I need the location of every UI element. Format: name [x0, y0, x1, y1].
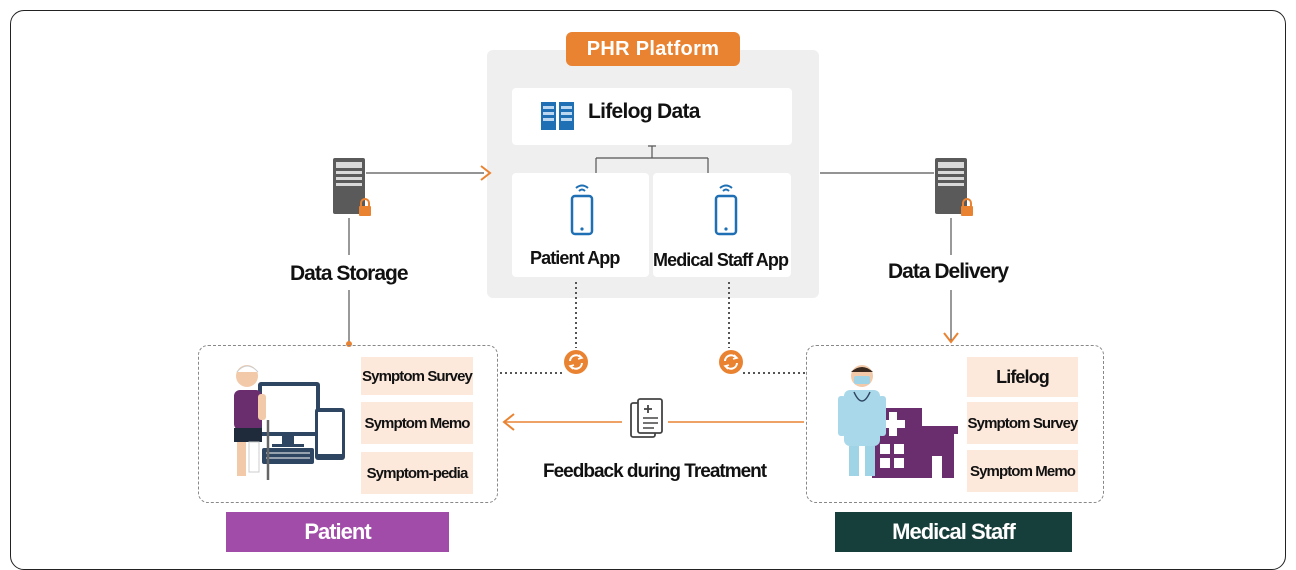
medical-staff-label-bar: Medical Staff: [835, 512, 1072, 552]
sync-icon: [718, 349, 744, 380]
lifelog-data-box: [512, 88, 792, 145]
staff-item: Symptom Survey: [967, 402, 1078, 444]
patient-group: [198, 345, 498, 503]
sync-icon: [563, 349, 589, 380]
data-storage-label: Data Storage: [290, 262, 409, 285]
medical-staff-app-label: Medical Staff App: [653, 250, 789, 270]
staff-item: Lifelog: [967, 357, 1078, 397]
staff-app-box: [653, 173, 791, 277]
phone-icon: [569, 182, 595, 243]
staff-item: Symptom Memo: [967, 450, 1078, 492]
patient-devices-illustration: [220, 360, 350, 490]
phr-platform-title: PHR Platform: [566, 32, 740, 66]
patient-item: Symptom Survey: [361, 357, 473, 395]
doctor-hospital-illustration: [832, 360, 962, 490]
lifelog-data-label: Lifelog Data: [588, 100, 700, 123]
data-delivery-label: Data Delivery: [888, 260, 1009, 283]
connector-lines: [346, 145, 959, 431]
medical-staff-group: [806, 345, 1104, 503]
patient-label-bar: Patient: [226, 512, 449, 552]
patient-item: Symptom-pedia: [361, 452, 473, 494]
database-icon: [541, 102, 575, 135]
server-lock-icon: [935, 158, 979, 225]
phone-icon: [713, 182, 739, 243]
patient-app-label: Patient App: [530, 248, 620, 268]
server-lock-icon: [333, 158, 377, 225]
feedback-label: Feedback during Treatment: [543, 461, 767, 482]
patient-item: Symptom Memo: [361, 402, 473, 444]
document-icon: [630, 398, 666, 447]
